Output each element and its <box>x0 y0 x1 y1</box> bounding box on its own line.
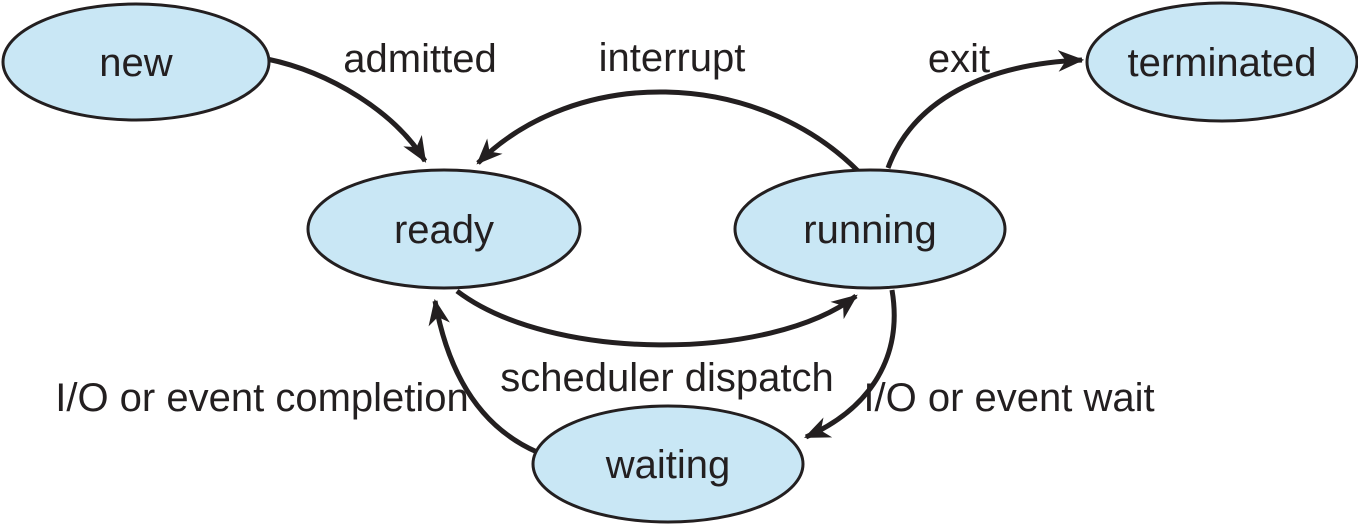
transition-label-io-completion: I/O or event completion <box>55 376 469 420</box>
transition-label-admitted: admitted <box>343 37 496 81</box>
state-node-terminated: terminated <box>1085 1 1358 123</box>
transition-label-scheduler-dispatch: scheduler dispatch <box>500 356 834 400</box>
state-ellipse-ready <box>306 168 582 290</box>
transition-io-completion-arrow <box>428 298 539 455</box>
state-node-ready: ready <box>306 168 582 290</box>
transition-scheduler-dispatch-arrow <box>455 289 858 348</box>
state-node-waiting: waiting <box>531 404 805 524</box>
state-ellipse-running <box>733 168 1007 290</box>
transition-label-io-wait: I/O or event wait <box>863 376 1154 420</box>
transition-interrupt-arrow <box>476 89 860 173</box>
transition-admitted-arrow <box>266 56 428 163</box>
transition-io-wait-arrow <box>804 289 897 440</box>
state-label-ready: ready <box>394 208 494 252</box>
transition-exit-arrow <box>885 50 1085 169</box>
state-label-waiting: waiting <box>605 443 731 487</box>
transition-label-interrupt: interrupt <box>599 36 746 80</box>
transition-label-exit: exit <box>928 37 990 81</box>
state-ellipse-new <box>1 2 271 122</box>
state-ellipse-waiting <box>531 404 805 524</box>
state-label-running: running <box>803 208 936 252</box>
state-ellipse-terminated <box>1085 1 1358 123</box>
state-label-new: new <box>99 41 172 85</box>
state-node-running: running <box>733 168 1007 290</box>
state-node-new: new <box>1 2 271 122</box>
state-label-terminated: terminated <box>1128 41 1317 85</box>
